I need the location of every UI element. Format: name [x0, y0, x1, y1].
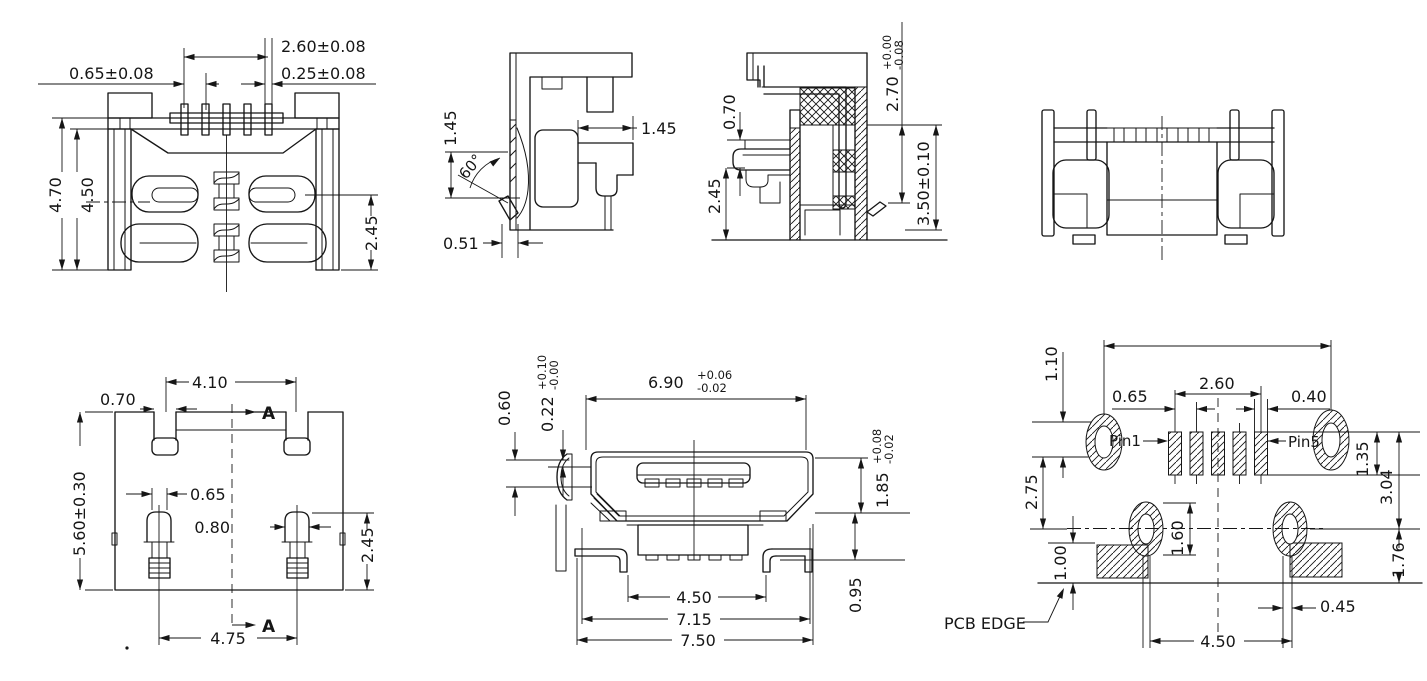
rear-view: [1041, 109, 1285, 260]
dim-shell-thickness: 0.51: [443, 234, 479, 253]
dim-depth: 5.60±0.30: [70, 471, 89, 556]
dim-chamfer-angle: 60°: [455, 151, 486, 183]
front-view-geometry: [554, 440, 814, 573]
dim-tab-depth: 1.45: [641, 119, 677, 138]
section-view-geometry: [711, 52, 948, 241]
dim-shell-tol-plus: +0.06: [697, 368, 732, 382]
bottom-view: 2.60±0.08 0.65±0.08 0.25±0.08 4.70 4.50 …: [38, 37, 381, 292]
dim-row-pitch: 2.75: [1022, 474, 1041, 510]
side-view-geometry: [457, 52, 634, 231]
pcb-edge-label: PCB EDGE: [944, 614, 1026, 633]
dim-tab-offset: 2.45: [358, 527, 377, 563]
dim-hole-to-edge: 1.76: [1389, 542, 1408, 578]
dim-flange-offset: 0.60: [495, 390, 514, 426]
dim-flange-main: 0.22: [538, 396, 557, 432]
dim-hole-span: 4.50: [1200, 632, 1236, 651]
dim-cavity-tol-minus: -0.08: [892, 40, 906, 70]
dim-cavity-main: 2.70: [883, 76, 902, 112]
dim-pin-span: 2.60±0.08: [281, 37, 366, 56]
section-label-bottom: A: [262, 617, 276, 637]
dim-opening-tol-plus: +0.08: [870, 429, 884, 464]
dim-tab-right: 0.80: [194, 518, 230, 537]
dim-tip-height: 1.45: [441, 110, 460, 146]
dim-total-height: 3.04: [1377, 469, 1396, 505]
dim-overall: 3.50±0.10: [914, 141, 933, 226]
dim-hole-height: 1.60: [1168, 520, 1187, 556]
top-view-dimensions: 4.10 0.70 5.60±0.30 0.65 0.80 2.45 4.75 …: [70, 373, 377, 648]
bottom-view-dimensions: 2.60±0.08 0.65±0.08 0.25±0.08 4.70 4.50 …: [38, 37, 381, 271]
dim-flange-tol-plus: +0.10: [535, 355, 549, 390]
side-view: 1.45 60° 1.45 0.51: [441, 52, 677, 258]
top-view: 4.10 0.70 5.60±0.30 0.65 0.80 2.45 4.75 …: [70, 373, 377, 650]
dim-block-height: 1.00: [1051, 545, 1070, 581]
front-view-dimensions: 6.90 +0.06 -0.02 0.60 0.22 +0.10 -0.00 1…: [495, 355, 910, 650]
dim-slot-span: 4.10: [192, 373, 228, 392]
pcb-footprint-view: 1.10 2.75 2.60 0.65 0.40 Pin1 Pin5 1.35 …: [944, 340, 1423, 651]
dim-step: 0.70: [720, 94, 739, 130]
dim-pin-span: 2.60: [1199, 374, 1235, 393]
dim-row-offset: 1.10: [1042, 346, 1061, 382]
dim-clip-offset: 2.45: [362, 215, 381, 251]
dim-pad-height: 1.35: [1353, 441, 1372, 477]
front-view: 6.90 +0.06 -0.02 0.60 0.22 +0.10 -0.00 1…: [495, 355, 910, 650]
dim-opening-main: 1.85: [873, 472, 892, 508]
dim-tab-span: 4.75: [210, 629, 246, 648]
dim-span-inner: 4.50: [676, 588, 712, 607]
dim-cavity-tol-plus: +0.00: [880, 35, 894, 70]
dim-span-mid: 7.15: [676, 610, 712, 629]
pcb-geometry: [1037, 398, 1423, 648]
dim-pad-width: 0.40: [1291, 387, 1327, 406]
stray-dot: [125, 646, 129, 650]
dim-opening-tol-minus: -0.02: [882, 434, 896, 464]
rear-view-geometry: [1041, 109, 1285, 260]
dim-pin-gap: 0.25±0.08: [281, 64, 366, 83]
section-label-top: A: [262, 404, 276, 424]
dim-shell-tol-minus: -0.02: [697, 381, 727, 395]
pin1-label: Pin1: [1109, 432, 1141, 450]
pin5-label: Pin5: [1288, 433, 1320, 451]
dim-standoff: 0.95: [846, 577, 865, 613]
dim-pin-width: 0.65±0.08: [69, 64, 154, 83]
bottom-view-geometry: [86, 92, 340, 292]
top-view-geometry: [111, 404, 346, 650]
dim-slot-width: 0.45: [1320, 597, 1356, 616]
dim-span-outer: 7.50: [680, 631, 716, 650]
dim-flange-tol-minus: -0.00: [547, 360, 561, 390]
pcb-dimensions: 1.10 2.75 2.60 0.65 0.40 Pin1 Pin5 1.35 …: [944, 340, 1420, 651]
dim-shell-main: 6.90: [648, 373, 684, 392]
spring-contacts: [213, 171, 240, 263]
dim-overall-height: 4.70: [46, 177, 65, 213]
dim-inner-height: 4.50: [78, 177, 97, 213]
dim-tab-left: 0.65: [190, 485, 226, 504]
dim-contact-depth: 2.45: [705, 178, 724, 214]
section-view: 0.70 2.45 2.70 +0.00 -0.08 3.50±0.10: [705, 22, 948, 241]
side-view-dimensions: 1.45 60° 1.45 0.51: [441, 110, 677, 258]
dim-slot-width: 0.70: [100, 390, 136, 409]
dim-pin-pitch: 0.65: [1112, 387, 1148, 406]
section-view-dimensions: 0.70 2.45 2.70 +0.00 -0.08 3.50±0.10: [705, 22, 942, 240]
